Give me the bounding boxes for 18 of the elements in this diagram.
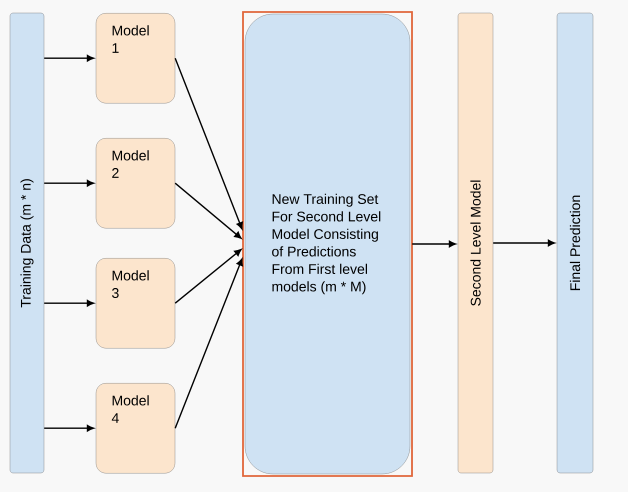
- arrow: [44, 180, 94, 187]
- arrow: [493, 240, 556, 246]
- vertical-bar: Training Data (m * n): [10, 12, 44, 474]
- arrow: [44, 54, 94, 62]
- arrow: [174, 249, 242, 304]
- model-box: Model 2: [96, 138, 176, 228]
- arrow: [44, 424, 94, 432]
- arrow: [174, 258, 243, 428]
- vertical-bar: Final Prediction: [556, 12, 594, 474]
- arrow: [412, 240, 456, 248]
- arrow: [174, 58, 243, 230]
- model-box: Model 4: [96, 383, 176, 474]
- vertical-bar: Second Level Model: [458, 12, 494, 474]
- arrow: [44, 300, 94, 307]
- model-box: Model 1: [96, 13, 176, 104]
- model-box: Model 3: [96, 258, 176, 348]
- arrow: [174, 182, 242, 239]
- highlighted-box: New Training Set For Second Level Model Consisting of Predictions From First level models (m * M): [242, 11, 413, 477]
